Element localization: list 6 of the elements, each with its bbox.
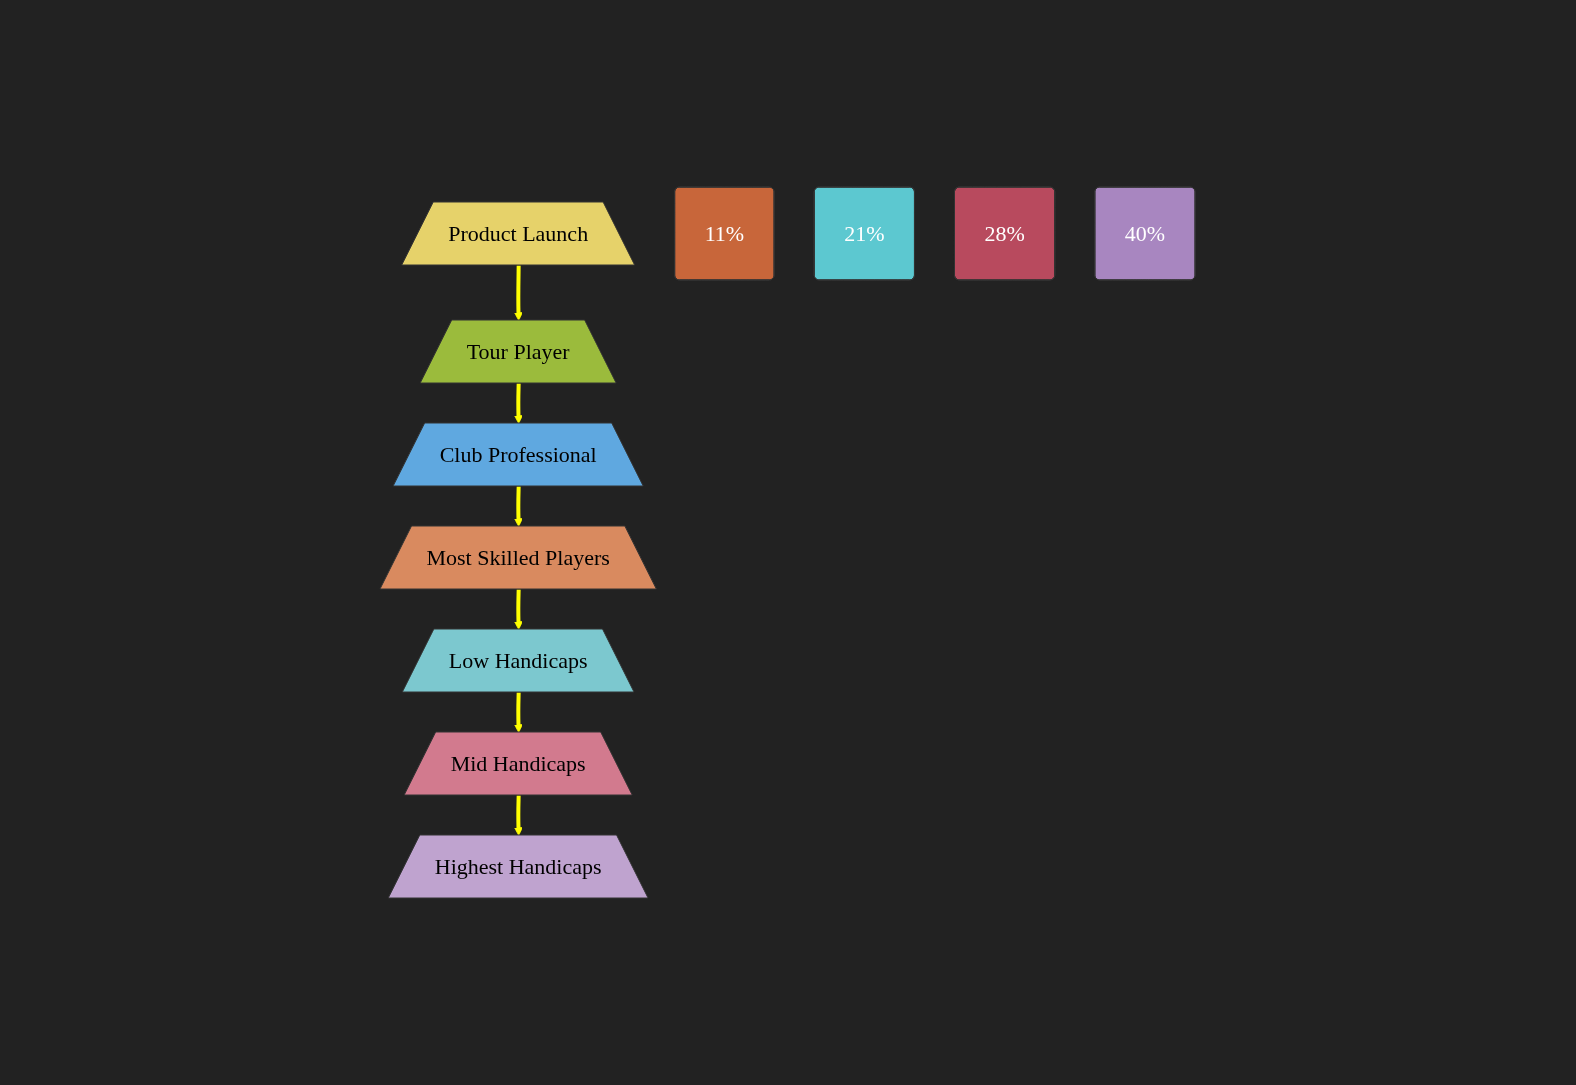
- arrow: [514, 383, 524, 424]
- arrow: [514, 795, 524, 836]
- arrow: [514, 692, 524, 733]
- arrow: [514, 589, 524, 630]
- arrow: [514, 486, 524, 527]
- arrow: [514, 265, 524, 321]
